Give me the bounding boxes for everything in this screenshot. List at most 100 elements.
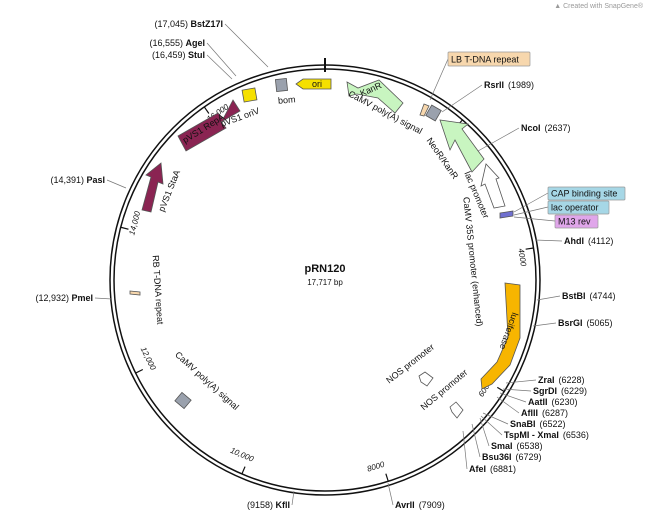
site-tspmi[interactable]: TspMI - XmaI(6536): [504, 430, 589, 440]
feature-ori[interactable]: [295, 78, 332, 90]
feature-pvs1-staa[interactable]: [141, 162, 164, 213]
site-aatii[interactable]: AatII (6230): [528, 397, 578, 407]
snapgene-logo-icon: ▲: [554, 3, 562, 10]
site-name-bsu36i: Bsu36I: [482, 452, 512, 462]
site-name-pasi: PasI: [86, 175, 105, 185]
site-name-ncoi: NcoI: [521, 123, 541, 133]
feature-bom[interactable]: [274, 78, 289, 92]
primer-leader: [513, 206, 549, 216]
feature-label-rb-tdna: RB T-DNA repeat: [151, 255, 166, 325]
site-pos-stui: (16,459): [152, 50, 188, 60]
site-leader-kfli: [291, 490, 295, 506]
site-leader-bstbi: [536, 295, 561, 301]
primer-box-lac-operator[interactable]: [547, 200, 610, 215]
feature-nos-1[interactable]: [418, 371, 434, 387]
feature-lac-marks[interactable]: [499, 210, 514, 219]
site-name-bsrgi: BsrGI: [558, 318, 583, 328]
site-pos-avrii: (7909): [419, 500, 445, 510]
snapgene-watermark: ▲ Created with SnapGene®: [554, 3, 643, 10]
site-name-afei: AfeI: [469, 464, 486, 474]
site-leader-stui: [206, 54, 233, 80]
primer-box-m13-rev[interactable]: [554, 214, 599, 229]
sites-layer: (17,045) BstZ17I (16,555) AgeI (16,459) St…: [35, 19, 615, 510]
primer-label-lb-tdna: LB T-DNA repeat: [451, 55, 519, 65]
site-bsrgi[interactable]: BsrGI(5065): [558, 318, 613, 328]
site-leader-bsrgi: [532, 322, 557, 327]
feature-nos-2[interactable]: [449, 401, 464, 419]
site-leader-avrii: [387, 482, 394, 506]
site-name-aatii: AatII: [528, 397, 548, 407]
site-name-ahdi: AhdI: [564, 236, 584, 246]
site-leader-bstz17i: [224, 23, 269, 68]
site-ncoi[interactable]: NcoI(2637): [521, 123, 571, 133]
tick-label: 12,000: [139, 346, 158, 372]
site-pos-sgrdi: (6229): [561, 386, 587, 396]
feature-camv-polya-2-box[interactable]: [174, 391, 192, 410]
feature-lb-mark[interactable]: [419, 103, 430, 117]
tick-mark: [135, 368, 144, 374]
site-pos-ahdi: (4112): [588, 236, 613, 246]
site-stui[interactable]: (16,459) StuI: [152, 50, 205, 60]
site-leader-sgrdi: [502, 388, 532, 392]
site-avrii[interactable]: AvrII(7909): [395, 500, 445, 510]
site-leader-pasi: [106, 179, 127, 189]
site-name-bstbi: BstBI: [562, 291, 586, 301]
site-pmei[interactable]: (12,932) PmeI: [35, 293, 93, 303]
feature-neor[interactable]: [439, 119, 485, 173]
site-pasi[interactable]: (14,391) PasI: [50, 175, 105, 185]
site-pos-bsu36i: (6729): [516, 452, 542, 462]
feature-camv-polya-1-box[interactable]: [425, 104, 442, 122]
site-leader-aatii: [499, 392, 527, 403]
feature-luciferase[interactable]: [480, 282, 521, 390]
feature-kanr[interactable]: [346, 79, 404, 114]
primer-box-cap-site[interactable]: [547, 186, 626, 201]
site-pos-kfli: (9158): [247, 500, 276, 510]
site-pos-pasi: (14,391): [50, 175, 86, 185]
site-rsrii[interactable]: RsrII(1989): [484, 80, 534, 90]
site-bstbi[interactable]: BstBI(4744): [562, 291, 616, 301]
site-pos-afei: (6881): [490, 464, 516, 474]
feature-pvs1-oriv[interactable]: [241, 87, 258, 103]
site-pos-rsrii: (1989): [508, 80, 534, 90]
site-leader-smai: [479, 417, 490, 447]
feature-label-bom: bom: [278, 94, 296, 105]
site-pos-tspmi: (6536): [563, 430, 589, 440]
site-name-kfli: KflI: [276, 500, 291, 510]
site-name-bstz17i: BstZ17I: [190, 19, 223, 29]
site-aflii[interactable]: AflII(6287): [521, 408, 568, 418]
site-zrai[interactable]: ZraI(6228): [538, 375, 585, 385]
tick-mark: [496, 386, 505, 393]
site-sgrdi[interactable]: SgrDI (6229): [533, 386, 587, 396]
plasmid-size: 17,717 bp: [307, 278, 343, 287]
leaders-layer: [94, 23, 563, 506]
feature-lac-promoter[interactable]: [480, 163, 506, 209]
site-leader-ncoi: [477, 127, 520, 152]
primer-label-cap-site: CAP binding site: [551, 189, 617, 199]
site-ahdi[interactable]: AhdI (4112): [564, 236, 613, 246]
site-name-snabi: SnaBI: [510, 419, 536, 429]
site-name-sgrdi: SgrDI: [533, 386, 557, 396]
site-pos-pmei: (12,932): [35, 293, 71, 303]
primer-box-lb-tdna[interactable]: [447, 51, 531, 67]
site-pos-aatii: (6230): [552, 397, 578, 407]
site-bstz17i[interactable]: (17,045) BstZ17I: [154, 19, 223, 29]
site-pos-smai: (6538): [517, 441, 543, 451]
feature-rb-mark[interactable]: [129, 290, 141, 296]
site-snabi[interactable]: SnaBI (6522): [510, 419, 566, 429]
site-bsu36i[interactable]: Bsu36I (6729): [482, 452, 542, 462]
feature-pvs1-repa[interactable]: [177, 99, 241, 152]
site-kfli[interactable]: (9158) KflI: [247, 500, 290, 510]
site-pos-aflii: (6287): [542, 408, 568, 418]
site-pos-agei: (16,555): [149, 38, 185, 48]
site-name-stui: StuI: [188, 50, 205, 60]
site-agei[interactable]: (16,555) AgeI: [149, 38, 205, 48]
site-leader-pmei: [94, 297, 113, 300]
primer-leader: [429, 58, 449, 101]
site-name-pmei: PmeI: [71, 293, 93, 303]
site-leader-bsu36i: [471, 423, 481, 458]
site-pos-snabi: (6522): [540, 419, 566, 429]
site-smai[interactable]: SmaI(6538): [491, 441, 543, 451]
site-afei[interactable]: AfeI (6881): [469, 464, 516, 474]
tick-mark: [203, 106, 210, 114]
